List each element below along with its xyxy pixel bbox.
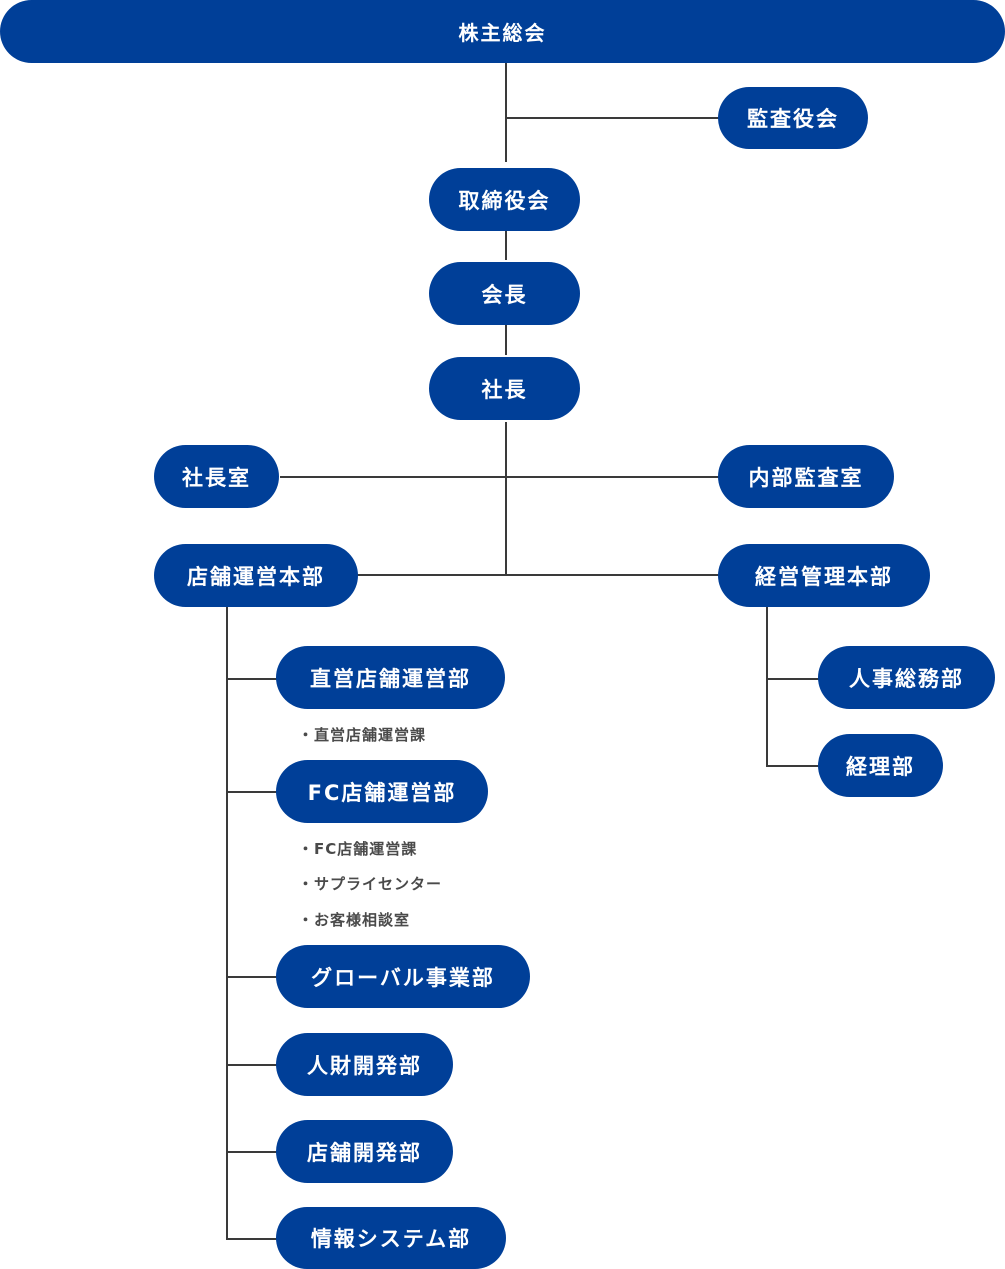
connector-line [505, 230, 507, 260]
internal-audit-node: 内部監査室 [718, 445, 894, 508]
direct-store-ops-sub-item: ・直営店舗運営課 [298, 726, 427, 744]
connector-line [505, 117, 719, 119]
connector-line [355, 574, 720, 576]
connector-line [280, 476, 720, 478]
board-of-directors-node: 取締役会 [429, 168, 580, 231]
accounting-node: 経理部 [818, 734, 943, 797]
store-operations-hq-node: 店舗運営本部 [154, 544, 358, 607]
connector-line [226, 678, 278, 680]
direct-store-ops-node: 直営店舗運営部 [276, 646, 505, 709]
shareholders-meeting-node: 株主総会 [0, 0, 1005, 63]
connector-line [226, 1064, 278, 1066]
fc-store-ops-sub-item: ・サプライセンター [298, 875, 443, 893]
connector-line [226, 976, 278, 978]
global-business-node: グローバル事業部 [276, 945, 530, 1008]
management-hq-node: 経営管理本部 [718, 544, 930, 607]
connector-line [226, 791, 278, 793]
connector-line [766, 765, 820, 767]
hr-general-affairs-node: 人事総務部 [818, 646, 995, 709]
chairman-node: 会長 [429, 262, 580, 325]
info-systems-node: 情報システム部 [276, 1207, 506, 1269]
connector-line [766, 606, 768, 766]
board-of-auditors-node: 監査役会 [718, 87, 868, 149]
connector-line [226, 606, 228, 1239]
connector-line [505, 422, 507, 576]
fc-store-ops-node: FC店舗運営部 [276, 760, 488, 823]
connector-line [766, 678, 820, 680]
connector-line [226, 1151, 278, 1153]
store-development-node: 店舗開発部 [276, 1120, 453, 1183]
president-office-node: 社長室 [154, 445, 279, 508]
connector-line [505, 60, 507, 162]
fc-store-ops-sub-item: ・お客様相談室 [298, 911, 411, 929]
hr-development-node: 人財開発部 [276, 1033, 453, 1096]
fc-store-ops-sub-item: ・FC店舗運営課 [298, 840, 418, 858]
connector-line [226, 1238, 278, 1240]
president-node: 社長 [429, 357, 580, 420]
connector-line [505, 325, 507, 355]
